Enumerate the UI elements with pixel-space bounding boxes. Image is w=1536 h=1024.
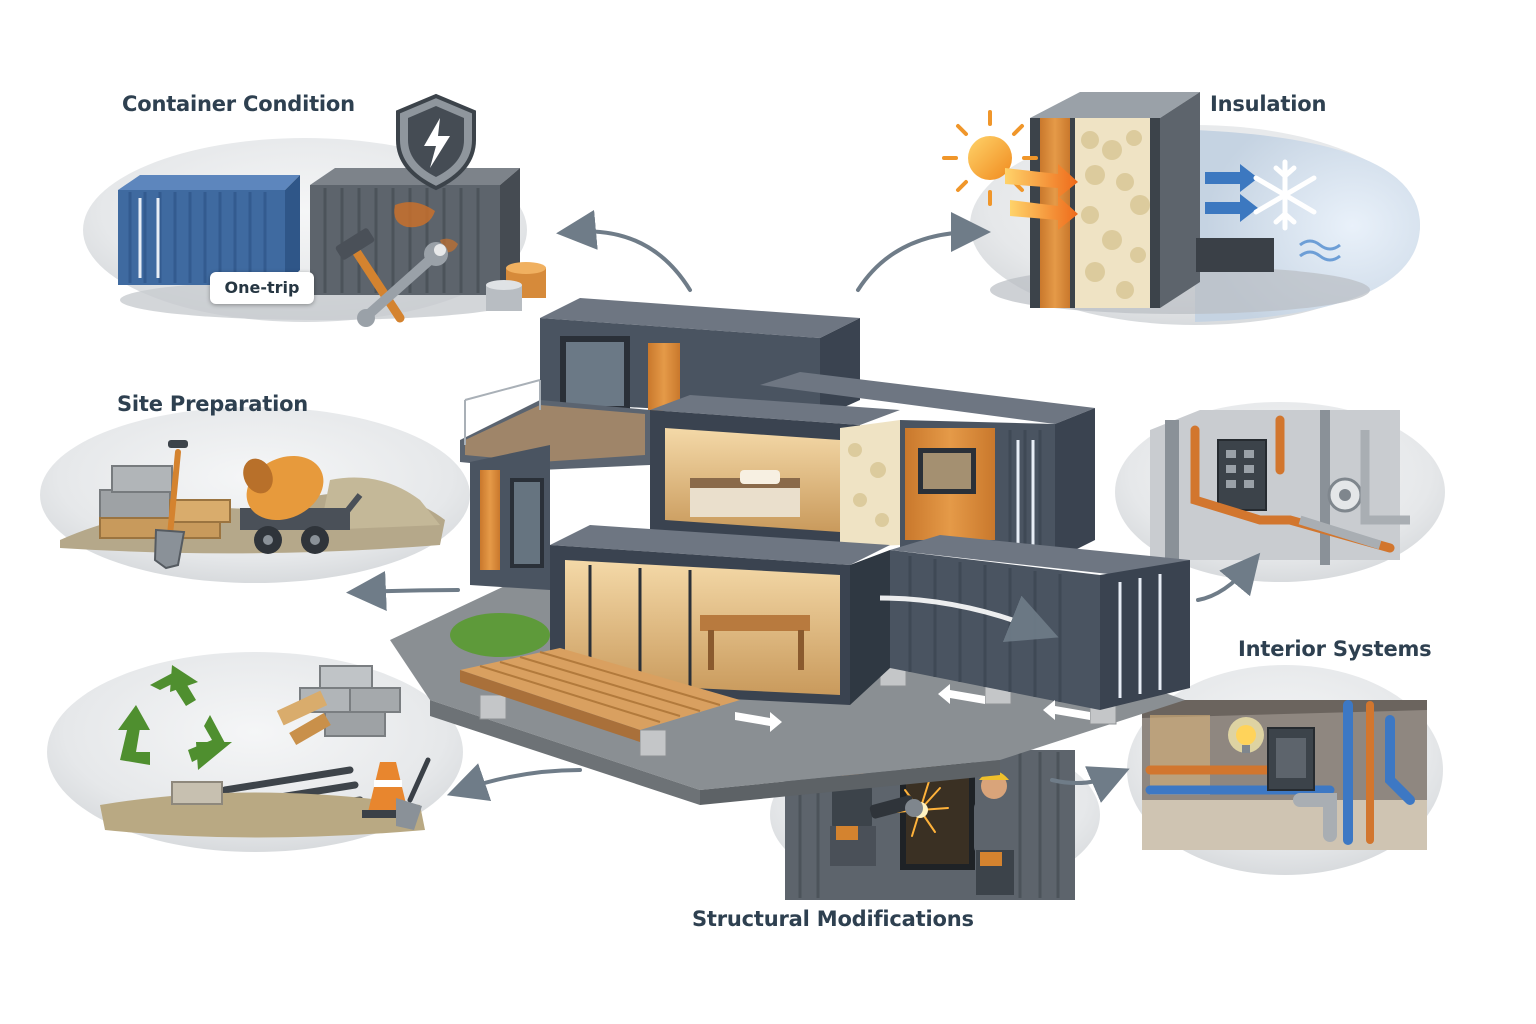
cold-air-waves-icon bbox=[1299, 239, 1341, 262]
heat-arrows-icon bbox=[1005, 164, 1078, 230]
one-trip-tag: One-trip bbox=[210, 272, 314, 304]
arrow-to-site-preparation bbox=[346, 571, 460, 611]
sun-icon bbox=[942, 110, 1038, 206]
arrow-to-container-condition bbox=[556, 209, 692, 292]
arrow-to-utilities bbox=[1196, 552, 1261, 602]
label-insulation: Insulation bbox=[1210, 92, 1327, 116]
shovel-icon bbox=[153, 440, 188, 570]
arrow-to-waste bbox=[446, 763, 582, 802]
trowel-icon bbox=[396, 757, 431, 830]
angle-grinder-icon bbox=[869, 795, 923, 819]
hammer-icon bbox=[335, 228, 405, 323]
shield-lightning-icon bbox=[396, 93, 476, 191]
blue-shipping-container-icon bbox=[118, 175, 300, 285]
cold-arrows-icon bbox=[1205, 164, 1258, 222]
light-bulb-icon bbox=[1228, 717, 1264, 753]
utility-wall-icon bbox=[1150, 410, 1400, 570]
arrow-to-insulation bbox=[856, 212, 991, 292]
bricks-icon bbox=[276, 665, 401, 746]
arrow-to-interior-systems bbox=[1050, 766, 1130, 803]
label-structural-modifications: Structural Modifications bbox=[692, 907, 974, 931]
cement-mixer-icon bbox=[240, 455, 363, 554]
meter-icon bbox=[1327, 477, 1363, 513]
connector-arrows bbox=[346, 209, 1261, 803]
electrical-box-icon bbox=[1267, 727, 1315, 791]
ground-rubble-icon bbox=[100, 781, 425, 838]
container-house-icon bbox=[390, 298, 1190, 805]
snowflake-icon bbox=[1253, 159, 1317, 231]
electrical-panel-icon bbox=[1217, 439, 1267, 511]
label-site-preparation: Site Preparation bbox=[117, 392, 309, 416]
paint-can-icon bbox=[486, 262, 546, 311]
label-container-condition: Container Condition bbox=[122, 92, 355, 116]
recycle-icon bbox=[118, 665, 232, 770]
wrench-icon bbox=[357, 242, 448, 327]
utility-gray-pipes-icon bbox=[1298, 430, 1410, 550]
worker-icon bbox=[974, 771, 1014, 895]
label-interior-systems: Interior Systems bbox=[1238, 637, 1432, 661]
